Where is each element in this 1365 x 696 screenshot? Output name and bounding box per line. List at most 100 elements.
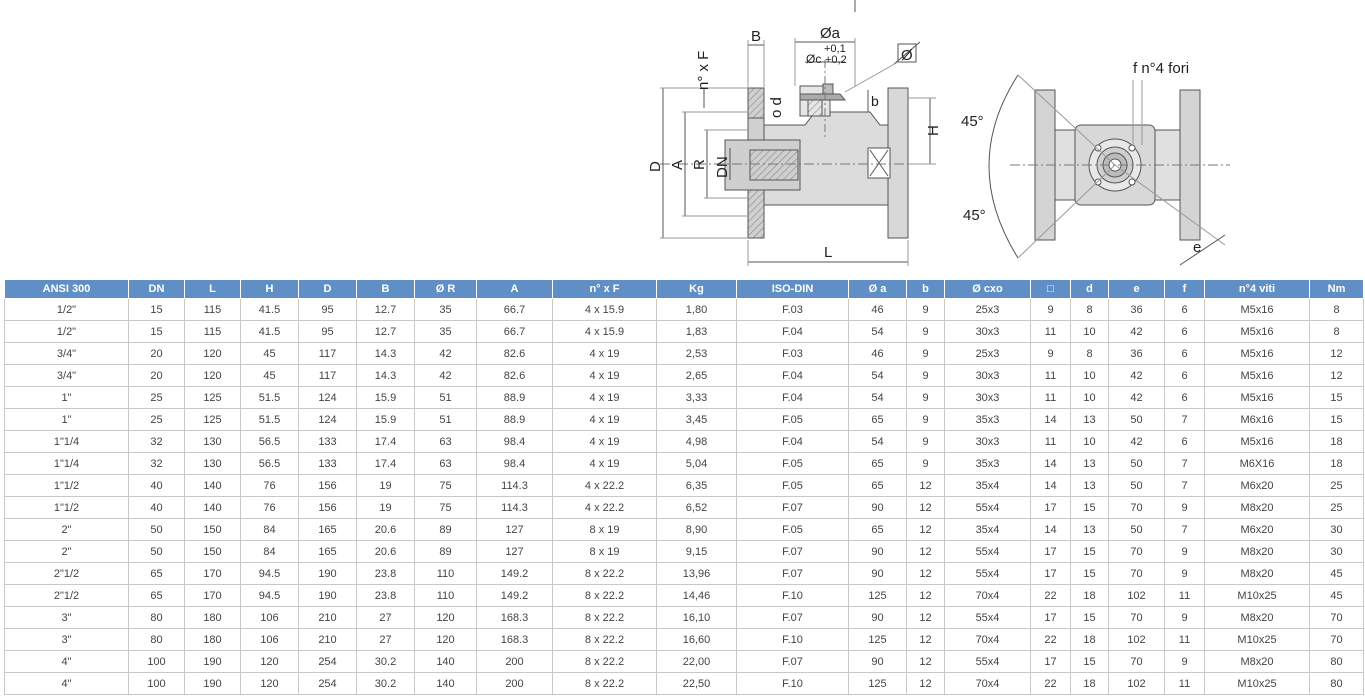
table-cell: 100 [128,650,185,673]
column-header: Ø R [414,279,477,299]
column-header: B [356,279,415,299]
column-header: D [298,279,357,299]
table-cell: 55x4 [944,562,1031,585]
table-cell: 84 [240,518,299,541]
table-cell: 20 [128,342,185,365]
table-cell: 65 [848,408,907,431]
table-cell: 75 [414,474,477,497]
label-tol1: +0,1 [824,43,846,55]
table-cell: 11 [1030,430,1071,453]
table-cell: 3/4" [4,364,129,387]
table-cell: 6 [1164,386,1205,409]
label-A: A [669,160,686,170]
table-cell: 50 [1108,474,1165,497]
table-cell: M10x25 [1204,628,1310,651]
table-cell: 120 [240,672,299,695]
table-cell: 3/4" [4,342,129,365]
table-cell: 12 [906,562,945,585]
table-cell: 15 [1309,408,1364,431]
table-cell: 9 [1164,496,1205,519]
table-cell: 149.2 [476,584,553,607]
column-header: f [1164,279,1205,299]
table-cell: 70 [1108,540,1165,563]
table-cell: 12 [1309,364,1364,387]
column-header: e [1108,279,1165,299]
table-cell: 15 [128,320,185,343]
table-cell: 254 [298,672,357,695]
table-cell: 27 [356,606,415,629]
table-cell: 4 x 19 [552,342,657,365]
table-cell: 42 [414,364,477,387]
technical-drawing: Øa +0,1 Øc +0,2 B n° x F o d b H D A R D… [630,0,1365,278]
table-cell: F.07 [736,606,849,629]
table-cell: 10 [1070,430,1109,453]
column-header: n°4 viti [1204,279,1310,299]
table-cell: 12 [1309,342,1364,365]
table-cell: 125 [184,408,241,431]
table-cell: 102 [1108,628,1165,651]
table-cell: 4 x 19 [552,452,657,475]
table-cell: 8 x 22.2 [552,584,657,607]
table-cell: 110 [414,562,477,585]
table-cell: 35x3 [944,452,1031,475]
table-cell: 210 [298,606,357,629]
table-cell: 15 [1070,540,1109,563]
table-cell: 82.6 [476,364,553,387]
table-cell: 50 [1108,408,1165,431]
table-cell: 56.5 [240,430,299,453]
table-cell: 6 [1164,320,1205,343]
table-cell: 254 [298,650,357,673]
table-cell: 65 [128,562,185,585]
table-cell: 9 [1030,342,1071,365]
table-cell: 2" [4,540,129,563]
table-cell: 17 [1030,650,1071,673]
table-cell: 12.7 [356,320,415,343]
column-header: A [476,279,553,299]
column-header: Ø a [848,279,907,299]
table-cell: 10 [1070,386,1109,409]
table-cell: 55x4 [944,540,1031,563]
table-cell: 8 x 19 [552,540,657,563]
table-cell: 180 [184,628,241,651]
table-cell: 15 [1070,496,1109,519]
table-cell: 9 [906,452,945,475]
table-cell: M6x16 [1204,408,1310,431]
table-cell: 89 [414,540,477,563]
table-cell: M8x20 [1204,606,1310,629]
table-cell: 25x3 [944,342,1031,365]
table-cell: 106 [240,606,299,629]
side-section-view [660,0,936,266]
table-cell: 12.7 [356,298,415,321]
table-cell: 102 [1108,672,1165,695]
table-cell: 42 [1108,364,1165,387]
table-cell: 1"1/2 [4,474,129,497]
table-cell: M5x16 [1204,364,1310,387]
table-cell: M10x25 [1204,672,1310,695]
table-cell: 2" [4,518,129,541]
table-cell: 22,00 [656,650,737,673]
table-cell: 140 [414,672,477,695]
table-cell: 23.8 [356,584,415,607]
table-cell: 150 [184,518,241,541]
table-cell: 17.4 [356,430,415,453]
table-cell: 1,83 [656,320,737,343]
table-cell: 20.6 [356,518,415,541]
table-cell: 125 [848,584,907,607]
table-cell: 8 [1070,298,1109,321]
table-cell: 200 [476,650,553,673]
table-cell: M10x25 [1204,584,1310,607]
table-cell: 1"1/2 [4,496,129,519]
table-cell: 70 [1108,650,1165,673]
table-cell: 165 [298,518,357,541]
table-cell: 117 [298,342,357,365]
table-cell: 4" [4,672,129,695]
table-cell: 14 [1030,518,1071,541]
table-cell: F.05 [736,474,849,497]
table-cell: M6X16 [1204,452,1310,475]
table-cell: 98.4 [476,452,553,475]
table-cell: 120 [184,342,241,365]
table-cell: 156 [298,496,357,519]
